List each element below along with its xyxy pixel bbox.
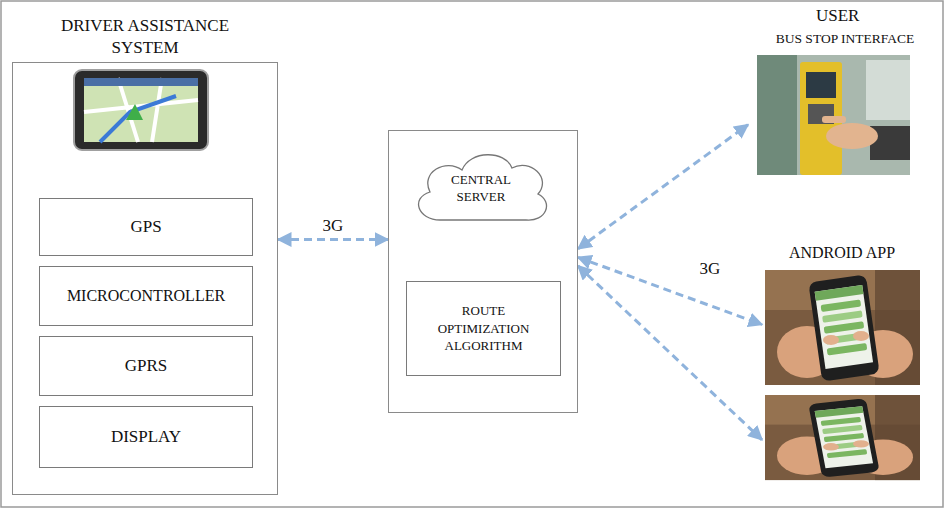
- edge-label: 3G: [320, 216, 347, 235]
- bus-stop-node: BUS STOP INTERFACE: [748, 30, 942, 178]
- cloud-shape-part: [419, 155, 547, 220]
- gps-device-illustration-part: [74, 70, 208, 150]
- group-label: USER: [816, 6, 859, 26]
- box-label: MICROCONTROLLER: [67, 286, 225, 305]
- gps-device-illustration-part: [84, 78, 198, 86]
- phone-photo-part: [765, 395, 920, 480]
- phone-photo-part: [765, 270, 920, 385]
- gps-device-illustration-part: [126, 104, 143, 120]
- component-box: MICROCONTROLLER: [39, 266, 253, 326]
- component-box: GPS: [39, 198, 253, 256]
- gps-device-illustration: [74, 70, 208, 150]
- box-label: ROUTE OPTIMIZATION ALGORITHM: [426, 302, 541, 355]
- component-box: DISPLAY: [39, 406, 253, 468]
- phone-photo: [765, 270, 920, 385]
- dashed-connector: [578, 266, 762, 440]
- photo-heading: BUS STOP INTERFACE: [748, 30, 942, 48]
- bus-stop-photo-part: [806, 72, 836, 98]
- server-box: CENTRAL SERVER ROUTE OPTIMIZATION ALGORIT…: [388, 130, 578, 413]
- box-label: GPRS: [125, 356, 168, 376]
- gps-device-illustration-part: [100, 96, 176, 142]
- dashed-connector: [278, 238, 388, 241]
- bus-stop-photo-part: [866, 60, 910, 120]
- cloud-label: CENTRAL SERVER: [416, 151, 546, 226]
- box-label: GPS: [130, 217, 161, 237]
- gps-device-illustration-part: [84, 78, 198, 142]
- edge-label: 3G: [697, 260, 724, 279]
- box-label: DISPLAY: [111, 427, 181, 447]
- android-app-node: ANDROID APP: [762, 243, 922, 483]
- group-heading: DRIVER ASSISTANCE SYSTEM: [13, 15, 277, 59]
- algorithm-box: ROUTE OPTIMIZATION ALGORITHM: [406, 281, 561, 376]
- component-box: GPRS: [39, 336, 253, 396]
- bus-stop-photo-part: [822, 116, 846, 123]
- bus-stop-photo-part: [757, 55, 797, 175]
- dashed-connector: [578, 125, 748, 249]
- photo-heading: ANDROID APP: [762, 243, 922, 264]
- phone-photo: [765, 395, 920, 480]
- bus-stop-photo-part: [757, 55, 910, 175]
- bus-stop-photo-part: [826, 123, 878, 149]
- system-group-box: DRIVER ASSISTANCE SYSTEMGPSMICROCONTROLL…: [12, 62, 278, 495]
- bus-stop-photo: [757, 55, 910, 175]
- gps-device-illustration-part: [84, 78, 198, 142]
- cloud-shape: [419, 155, 547, 220]
- dashed-connector: [578, 257, 762, 324]
